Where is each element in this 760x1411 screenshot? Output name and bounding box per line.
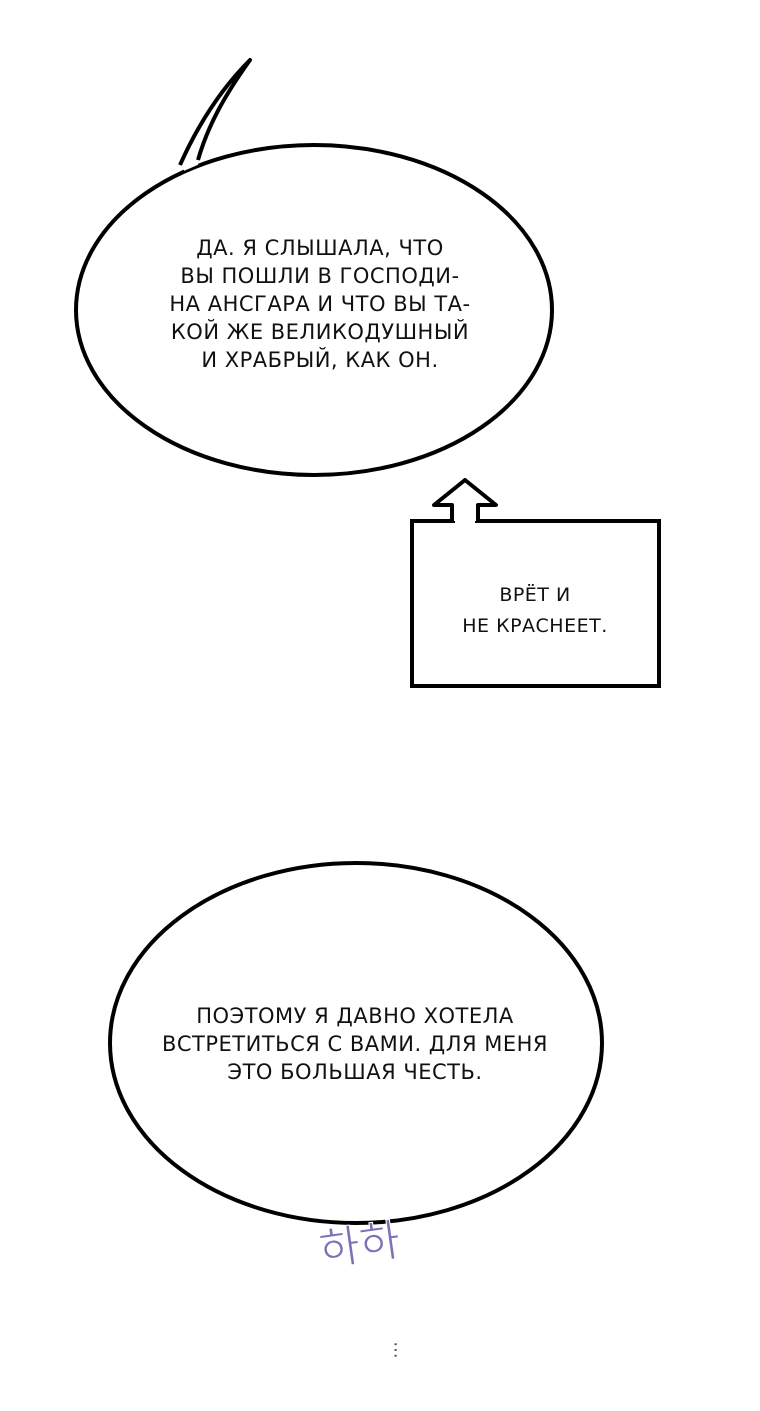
trailing-ellipsis: ··· bbox=[385, 1341, 406, 1358]
caption-box bbox=[410, 478, 661, 688]
sfx-text: 하하 bbox=[316, 1215, 403, 1277]
sfx-laughter: 하하 bbox=[316, 1214, 404, 1277]
ellipsis-text: ··· bbox=[385, 1341, 406, 1358]
speech-bubble-top bbox=[74, 58, 554, 477]
caption-box-text: ВРЁТ И НЕ КРАСНЕЕТ. bbox=[462, 584, 608, 637]
speech-bubble-bottom bbox=[108, 861, 604, 1225]
speech-bubble-top-text: ДА. Я СЛЫШАЛА, ЧТО ВЫ ПОШЛИ В ГОСПОДИ- Н… bbox=[169, 236, 471, 372]
speech-bubble-bottom-text: ПОЭТОМУ Я ДАВНО ХОТЕЛА ВСТРЕТИТЬСЯ С ВАМ… bbox=[161, 1004, 549, 1084]
